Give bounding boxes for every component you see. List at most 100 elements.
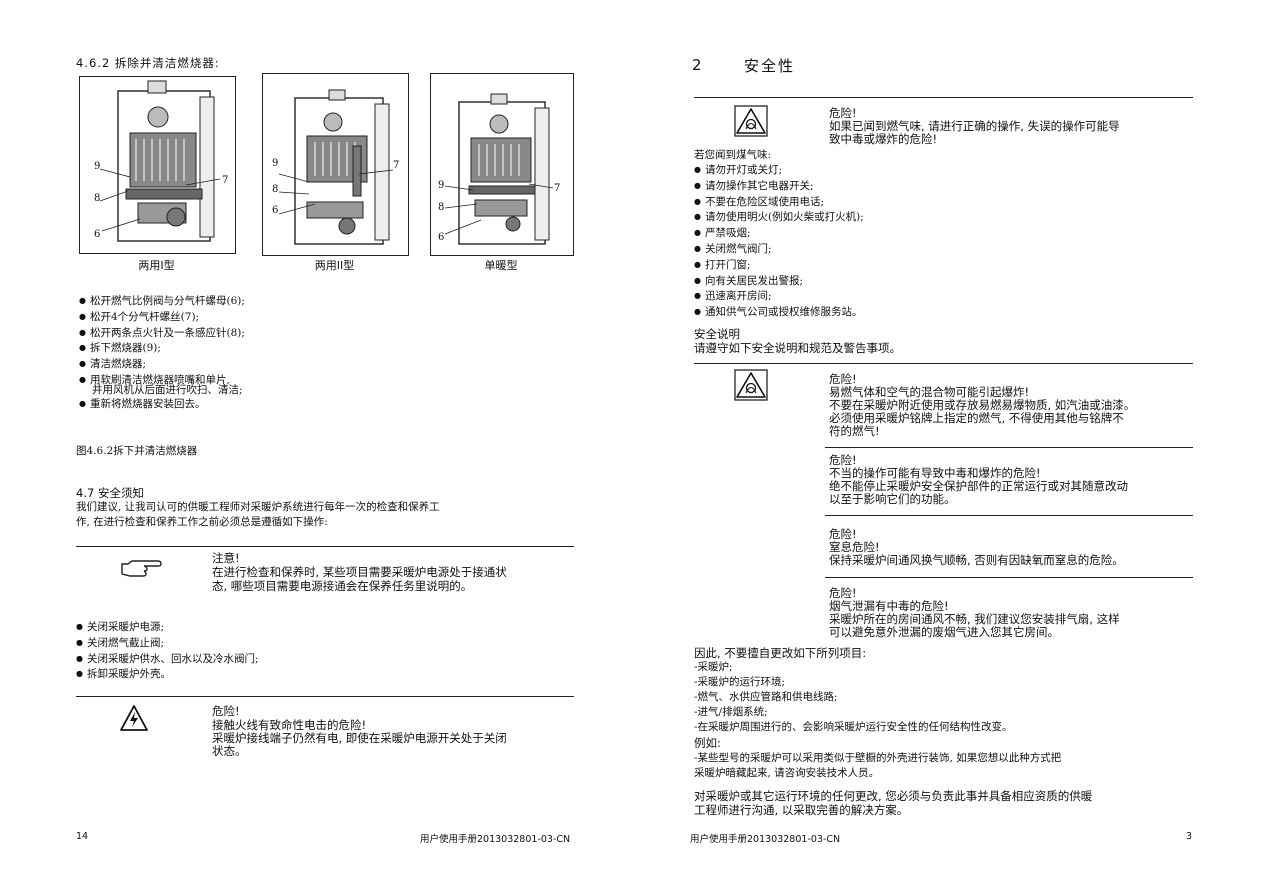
figure-1-caption: 两用I型 — [138, 259, 175, 272]
divider — [825, 577, 1193, 578]
list-item: 松开燃气比例阀与分气杆螺母(6); — [79, 294, 245, 310]
danger-4-line-2: 采暖炉所在的房间通风不畅, 我们建议您安装排气扇, 这样 — [829, 612, 1120, 626]
step-continuation: 并用风机从后面进行吹扫、清洁; — [92, 384, 243, 396]
closing-line-2: 工程师进行沟通, 以采取完善的解决方案。 — [694, 803, 909, 817]
list-item: 通知供气公司或授权维修服务站。 — [694, 305, 864, 321]
divider — [825, 447, 1193, 448]
burner-step-list: 松开燃气比例阀与分气杆螺母(6); 松开4个分气杆螺丝(7); 松开两条点火针及… — [79, 294, 245, 389]
boiler-drawing-icon — [99, 80, 221, 242]
right-footer-doc: 用户使用手册2013032801-03-CN — [690, 834, 841, 845]
boiler-figure-2 — [262, 73, 409, 256]
boiler-drawing-icon — [444, 93, 554, 245]
list-item: 严禁吸烟; — [694, 226, 864, 242]
divider — [76, 546, 574, 547]
divider — [825, 515, 1193, 516]
danger-3-title: 危险! — [829, 527, 857, 541]
note-line-1: 在进行检查和保养时, 某些项目需要采暖炉电源处于接通状 — [212, 565, 507, 579]
boiler-figure-3 — [430, 73, 574, 256]
danger-1-line-4: 符的燃气! — [829, 424, 880, 438]
note-line-2: 态, 哪些项目需要电源接通会在保养任务里说明的。 — [212, 579, 473, 593]
list-item: 关闭燃气阀门; — [694, 242, 864, 258]
list-item: 请勿开灯或关灯; — [694, 163, 864, 179]
safety-sub: 请遵守如下安全说明和规范及警告事项。 — [694, 341, 901, 355]
boiler-figure-1 — [79, 76, 236, 254]
gas-warning-icon — [734, 105, 768, 141]
left-page-number: 14 — [76, 831, 89, 842]
danger-1-line-3: 必须使用采暖炉铭牌上指定的燃气, 不得使用其他与铭牌不 — [829, 411, 1124, 425]
figure-2-caption: 两用II型 — [314, 259, 355, 272]
danger-line-3: 状态。 — [212, 744, 247, 758]
list-item: 重新将燃烧器安装回去。 — [79, 397, 206, 413]
boiler-drawing-icon — [278, 89, 394, 245]
gas-intro: 若您闻到煤气味: — [694, 149, 772, 161]
list-item: 用软刷清洁燃烧器喷嘴和单片, — [79, 373, 245, 389]
list-item: 迅速离开房间; — [694, 289, 864, 305]
list-item: 关闭采暖炉供水、回水以及冷水阀门; — [76, 652, 259, 668]
left-footer-doc: 用户使用手册2013032801-03-CN — [420, 834, 571, 845]
gas-warning-line-1: 如果已闻到燃气味, 请进行正确的操作, 失误的操作可能导 — [829, 119, 1120, 133]
danger-4-line-1: 烟气泄漏有中毒的危险! — [829, 599, 949, 613]
electric-shock-warning-icon — [119, 704, 149, 736]
list-item: 关闭采暖炉电源; — [76, 620, 259, 636]
example-line-2: 采暖炉暗藏起来, 请咨询安装技术人员。 — [694, 767, 880, 779]
figure-2-pointer-7: 7 — [393, 160, 400, 171]
figure-2-pointer-6: 6 — [272, 205, 279, 216]
list-item: 向有关居民发出警报; — [694, 274, 864, 290]
closing-line-1: 对采暖炉或其它运行环境的任何更改, 您必须与负责此事并具备相应资质的供暖 — [694, 789, 1093, 803]
safety-intro-line-2: 作, 在进行检查和保养工作之前必须总是遵循如下操作: — [76, 516, 328, 528]
figure-caption: 图4.6.2拆下并清洁燃烧器 — [76, 445, 198, 457]
chapter-title: 安全性 — [744, 57, 796, 75]
figure-3-pointer-7: 7 — [554, 183, 561, 194]
danger-4-title: 危险! — [829, 586, 857, 600]
change-item-2: -采暖炉的运行环境; — [694, 676, 786, 688]
list-item: 松开4个分气杆螺丝(7); — [79, 310, 245, 326]
divider — [694, 363, 1193, 364]
list-item: 关闭燃气截止阀; — [76, 636, 259, 652]
figure-1-pointer-6: 6 — [94, 229, 101, 240]
explosion-warning-icon — [734, 369, 768, 405]
example-label: 例如: — [694, 736, 721, 750]
danger-1-title: 危险! — [829, 372, 857, 386]
danger-3-line-2: 保持采暖炉间通风换气顺畅, 否则有因缺氧而窒息的危险。 — [829, 553, 1124, 567]
note-title: 注意! — [212, 551, 240, 565]
figure-2-pointer-8: 8 — [272, 184, 279, 195]
right-page-number: 3 — [1186, 831, 1193, 842]
figure-2-pointer-9: 9 — [272, 158, 279, 169]
divider — [694, 97, 1193, 98]
gas-steps-list: 请勿开灯或关灯; 请勿操作其它电器开关; 不要在危险区域使用电话; 请勿使用明火… — [694, 163, 864, 321]
danger-1-line-1: 易燃气体和空气的混合物可能引起爆炸! — [829, 385, 1030, 399]
example-line-1: -某些型号的采暖炉可以采用类似于壁橱的外壳进行装饰, 如果您想以此种方式把 — [694, 752, 1062, 764]
figure-1-pointer-8: 8 — [94, 193, 101, 204]
change-item-1: -采暖炉; — [694, 661, 733, 673]
danger-4-line-3: 可以避免意外泄漏的废烟气进入您其它房间。 — [829, 625, 1059, 639]
list-item: 不要在危险区域使用电话; — [694, 195, 864, 211]
list-item: 请勿操作其它电器开关; — [694, 179, 864, 195]
safety-heading: 安全说明 — [694, 327, 740, 341]
figure-3-pointer-8: 8 — [438, 202, 445, 213]
figure-3-pointer-6: 6 — [438, 232, 445, 243]
danger-2-title: 危险! — [829, 453, 857, 467]
danger-line-2: 采暖炉接线端子仍然有电, 即使在采暖炉电源开关处于关闭 — [212, 731, 507, 745]
safety-intro-line-1: 我们建议, 让我司认可的供暖工程师对采暖炉系统进行每年一次的检查和保养工 — [76, 501, 440, 513]
chapter-number: 2 — [692, 56, 702, 74]
divider — [76, 696, 574, 697]
list-item: 打开门窗; — [694, 258, 864, 274]
section-title: 4.6.2 拆除并清洁燃烧器: — [76, 56, 220, 70]
list-item: 松开两条点火针及一条感应针(8); — [79, 326, 245, 342]
figure-1-pointer-9: 9 — [94, 161, 101, 172]
danger-line-1: 接触火线有致命性电击的危险! — [212, 718, 367, 732]
figure-3-pointer-9: 9 — [438, 180, 445, 191]
danger-3-line-1: 窒息危险! — [829, 540, 880, 554]
danger-1-line-2: 不要在采暖炉附近使用或存放易燃易爆物质, 如汽油或油漆。 — [829, 398, 1136, 412]
change-item-4: -进气/排烟系统; — [694, 706, 768, 718]
danger-title: 危险! — [212, 704, 240, 718]
figure-1-pointer-7: 7 — [222, 175, 229, 186]
change-item-3: -燃气、水供应管路和供电线路; — [694, 691, 838, 703]
danger-2-line-1: 不当的操作可能有导致中毒和爆炸的危险! — [829, 466, 1041, 480]
gas-warning-title: 危险! — [829, 106, 857, 120]
gas-warning-line-2: 致中毒或爆炸的危险! — [829, 132, 938, 146]
danger-2-line-3: 以至于影响它们的功能。 — [829, 492, 956, 506]
list-item: 拆下燃烧器(9); — [79, 341, 245, 357]
figure-3-caption: 单暖型 — [484, 259, 518, 272]
list-item: 拆卸采暖炉外壳。 — [76, 667, 259, 683]
